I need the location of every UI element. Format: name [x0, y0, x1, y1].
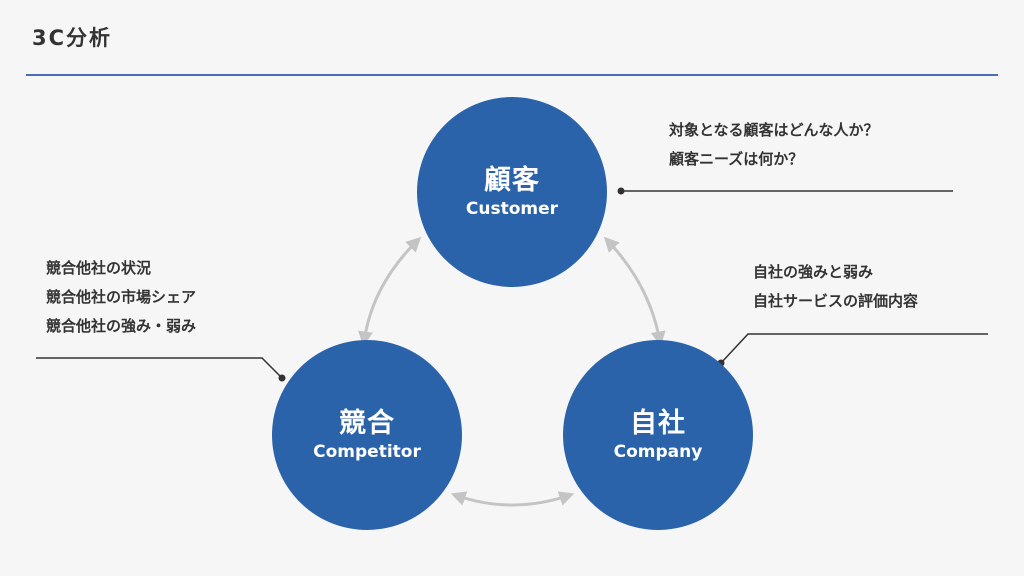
company-note-line: 自社サービスの評価内容	[753, 292, 919, 310]
leader-competitor	[36, 357, 286, 382]
competitor-label-en: Competitor	[313, 442, 421, 462]
customer-label-en: Customer	[465, 199, 559, 219]
company-notes: 自社の強みと弱み 自社サービスの評価内容	[753, 258, 918, 316]
arrow-competitor-company	[450, 491, 575, 507]
competitor-label-jp: 競合	[339, 408, 395, 439]
company-note-line: 自社の強みと弱み	[753, 263, 874, 281]
competitor-note-line: 競合他社の状況	[46, 259, 152, 277]
customer-circle: 顧客 Customer	[417, 97, 607, 287]
arrow-customer-competitor	[358, 236, 422, 347]
customer-note-line: 対象となる顧客はどんな人か？	[669, 121, 879, 139]
arrow-customer-company	[603, 236, 666, 347]
page-title: 3C分析	[32, 26, 113, 50]
title-divider	[26, 74, 998, 76]
company-label-en: Company	[613, 442, 703, 462]
leader-customer	[617, 187, 953, 195]
customer-label-jp: 顧客	[484, 165, 540, 196]
competitor-notes: 競合他社の状況 競合他社の市場シェア 競合他社の強み・弱み	[46, 254, 196, 341]
competitor-note-line: 競合他社の市場シェア	[46, 288, 197, 306]
competitor-note-line: 競合他社の強み・弱み	[46, 317, 197, 335]
customer-notes: 対象となる顧客はどんな人か？ 顧客ニーズは何か？	[669, 116, 879, 174]
leader-company	[717, 333, 988, 367]
company-label-jp: 自社	[630, 408, 686, 439]
customer-note-line: 顧客ニーズは何か？	[669, 150, 804, 168]
competitor-circle: 競合 Competitor	[272, 340, 462, 530]
company-circle: 自社 Company	[563, 340, 753, 530]
